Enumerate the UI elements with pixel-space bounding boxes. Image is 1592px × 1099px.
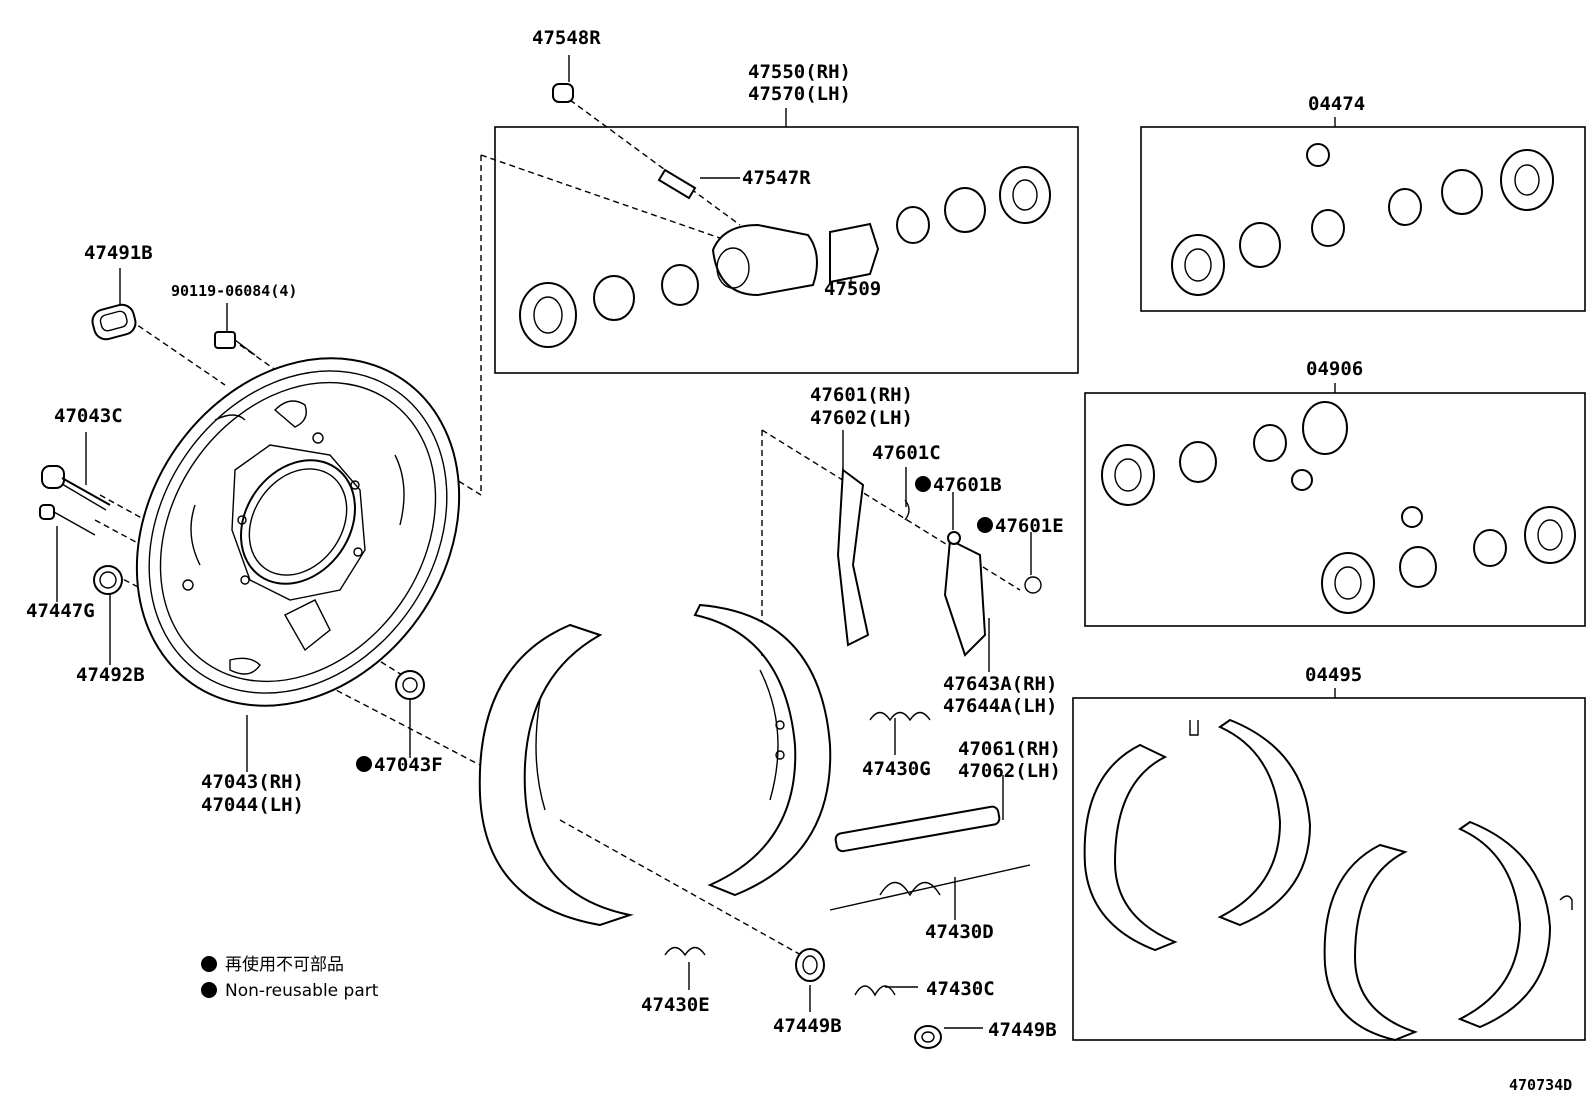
label-04906: 04906 [1306,358,1363,380]
label-47044-lh: 47044(LH) [201,794,304,816]
kit-04474-drawing [1171,143,1554,296]
label-47430C: 47430C [926,978,995,1000]
non-reusable-mark-47601B [915,476,931,492]
label-47492B: 47492B [76,664,145,686]
legend-bullet-ja [201,956,217,972]
legend-text-ja: 再使用不可部品 [225,954,344,975]
leader-lines [56,55,1336,1029]
non-reusable-mark-47601E [977,517,993,533]
label-47491B: 47491B [84,242,153,264]
legend-text-en: Non-reusable part [225,981,379,1001]
springs-adjuster-drawing [664,711,1031,1049]
label-47644A-lh: 47644A(LH) [943,695,1057,717]
label-47043C: 47043C [54,405,123,427]
label-47548R: 47548R [532,27,601,49]
wheel-cylinder-kit-drawing [519,166,1051,348]
part-labels: 47548R 47550(RH) 47570(LH) 04474 47547R … [26,27,1572,1094]
kit-box-04495 [1072,697,1586,1041]
non-reusable-mark-47043F [356,756,372,772]
label-47043-rh: 47043(RH) [201,771,304,793]
label-47643A-rh: 47643A(RH) [943,673,1057,695]
backing-plate-drawing [135,357,461,707]
label-47430D: 47430D [925,921,994,943]
kit-04906-drawing [1101,401,1576,614]
label-47509: 47509 [824,278,881,300]
brake-shoes-drawing [478,468,1042,927]
label-47601-rh: 47601(RH) [810,384,913,406]
label-47570-lh: 47570(LH) [748,83,851,105]
label-47550-rh: 47550(RH) [748,61,851,83]
label-47602-lh: 47602(LH) [810,407,913,429]
label-47601C: 47601C [872,442,941,464]
label-47449B-center: 47449B [773,1015,842,1037]
label-47430G: 47430G [862,758,931,780]
label-04474: 04474 [1308,93,1365,115]
label-47601E: 47601E [995,515,1064,537]
label-47547R: 47547R [742,167,811,189]
label-47449B-bottom: 47449B [988,1019,1057,1041]
diagram-id: 470734D [1509,1076,1572,1094]
label-47061-rh: 47061(RH) [958,738,1061,760]
kit-box-04474 [1140,126,1586,312]
label-47062-lh: 47062(LH) [958,760,1061,782]
legend: 再使用不可部品 Non-reusable part [201,954,379,1001]
label-90119-06084: 90119-06084(4) [171,282,297,300]
label-04495: 04495 [1305,664,1362,686]
label-47430E: 47430E [641,994,710,1016]
legend-bullet-en [201,982,217,998]
label-47601B: 47601B [933,474,1002,496]
label-47447G: 47447G [26,600,95,622]
label-47043F: 47043F [374,754,443,776]
small-parts-left [39,83,697,700]
kit-04495-drawing [1083,718,1573,1042]
